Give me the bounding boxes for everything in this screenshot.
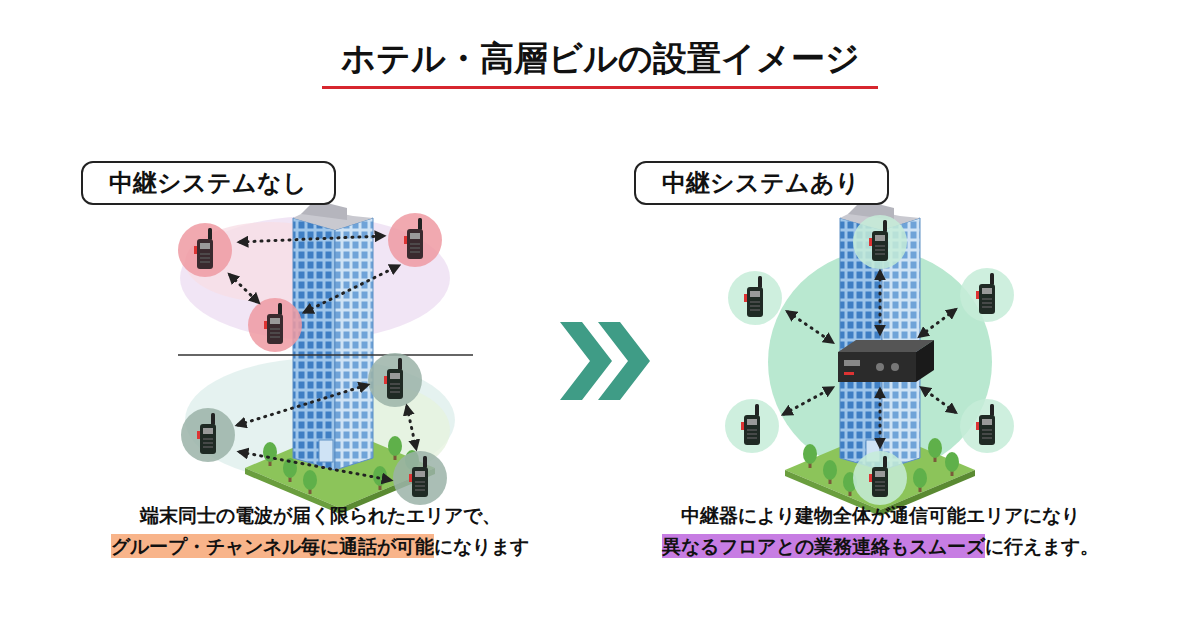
caption-line: グループ・チャンネル毎に通話が可能になります: [111, 534, 529, 560]
signal-arrow: [238, 385, 367, 425]
signal-arrow: [240, 236, 383, 242]
signal-arrow: [240, 452, 390, 480]
tree: [263, 442, 277, 466]
title-underline: [322, 86, 878, 89]
chevron: [560, 322, 612, 400]
signal-arrow: [407, 407, 416, 448]
radio-terminal: [725, 399, 779, 453]
tree: [928, 438, 942, 462]
caption-text: 中継器により建物全体が通信可能エリアになり: [681, 503, 1080, 527]
radio-terminal: [960, 268, 1014, 322]
radio-terminal: [181, 408, 235, 462]
signal-arrow: [922, 388, 955, 412]
building: [293, 200, 373, 470]
tree: [945, 452, 959, 476]
signal-arrow: [879, 272, 882, 333]
radio-terminal: [388, 213, 442, 267]
radio-terminal: [178, 223, 232, 277]
signal-arrow: [305, 266, 398, 312]
header-box: 中継システムあり: [634, 161, 889, 205]
caption-line: 異なるフロアとの業務連絡もスムーズに行えます。: [662, 534, 1099, 560]
caption-text: に行えます。: [985, 534, 1099, 558]
radio-terminal: [248, 298, 302, 352]
signal-arrow: [230, 275, 258, 302]
radio-terminal: [960, 399, 1014, 453]
caption-text: 端末同士の電波が届く限られたエリアで、: [140, 503, 501, 527]
header-label: 中継システムなし: [109, 167, 307, 199]
floor-divider: [178, 354, 473, 356]
signal-arrow: [879, 390, 882, 446]
repeater-device: [838, 340, 934, 382]
header-label: 中継システムあり: [662, 167, 860, 199]
caption-line: 中継器により建物全体が通信可能エリアになり: [681, 503, 1080, 529]
signal-arrow: [920, 310, 955, 336]
radio-terminal: [368, 353, 422, 407]
tree: [823, 460, 837, 484]
radio-terminal: [853, 451, 907, 505]
header-box: 中継システムなし: [81, 161, 336, 205]
radio-terminal: [853, 215, 907, 269]
caption-line: 端末同士の電波が届く限られたエリアで、: [140, 503, 501, 529]
ground: [785, 430, 975, 516]
highlighted-caption: 異なるフロアとの業務連絡もスムーズ: [662, 534, 985, 558]
signal-arrow: [784, 388, 832, 414]
highlighted-caption: グループ・チャンネル毎に通話が可能: [111, 534, 434, 558]
tree: [803, 444, 817, 468]
title: ホテル・高層ビルの設置イメージ: [341, 36, 860, 82]
tree: [913, 468, 927, 492]
signal-arrow: [788, 312, 832, 342]
caption-text: になります: [434, 534, 529, 558]
tree: [388, 436, 402, 460]
tree: [303, 470, 317, 494]
radio-terminal: [393, 451, 447, 505]
building: [840, 200, 920, 470]
radio-terminal: [728, 271, 782, 325]
chevron: [598, 322, 650, 400]
